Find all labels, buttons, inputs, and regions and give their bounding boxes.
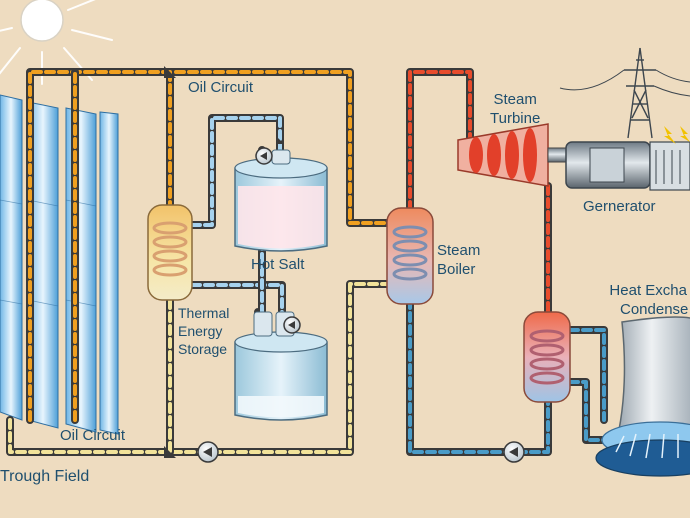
condenser-heat-exchanger bbox=[523, 311, 571, 403]
steam-pipes bbox=[406, 68, 552, 322]
steam-turbine bbox=[457, 123, 569, 187]
cool-oil-pipes bbox=[6, 280, 391, 456]
oil-circuit-top-label: Oil Circuit bbox=[188, 79, 254, 96]
generator-unit bbox=[565, 126, 690, 191]
sun-icon bbox=[0, 0, 113, 85]
trough-field-panels bbox=[0, 94, 119, 435]
steam-boiler-label: Steam Boiler bbox=[437, 242, 481, 278]
transmission-tower-icon bbox=[559, 47, 690, 139]
cold-salt-pump-icon bbox=[283, 316, 301, 334]
hot-oil-pipes bbox=[26, 68, 391, 424]
thermal-storage-label: Thermal Energy Storage bbox=[178, 305, 230, 357]
cooling-tower bbox=[595, 316, 690, 477]
trough-field-label: Trough Field bbox=[0, 468, 90, 485]
heat-exchanger-label: Heat Excha Condense bbox=[609, 282, 689, 318]
thermal-storage-exchanger bbox=[147, 204, 193, 301]
hot-salt-pump-icon bbox=[255, 147, 273, 165]
valve-icon bbox=[164, 66, 284, 458]
water-pipes bbox=[406, 296, 614, 456]
steam-turbine-label: Steam Turbine bbox=[490, 91, 541, 127]
generator-label: Gernerator bbox=[583, 198, 656, 215]
hot-salt-label: Hot Salt bbox=[251, 256, 305, 273]
oil-pump-icon bbox=[197, 441, 219, 463]
oil-circuit-bottom-label: Oil Circuit bbox=[60, 427, 126, 444]
cold-salt-tank bbox=[234, 311, 328, 421]
steam-boiler bbox=[386, 207, 434, 305]
hot-salt-tank bbox=[234, 149, 328, 252]
water-pump-icon bbox=[503, 441, 525, 463]
